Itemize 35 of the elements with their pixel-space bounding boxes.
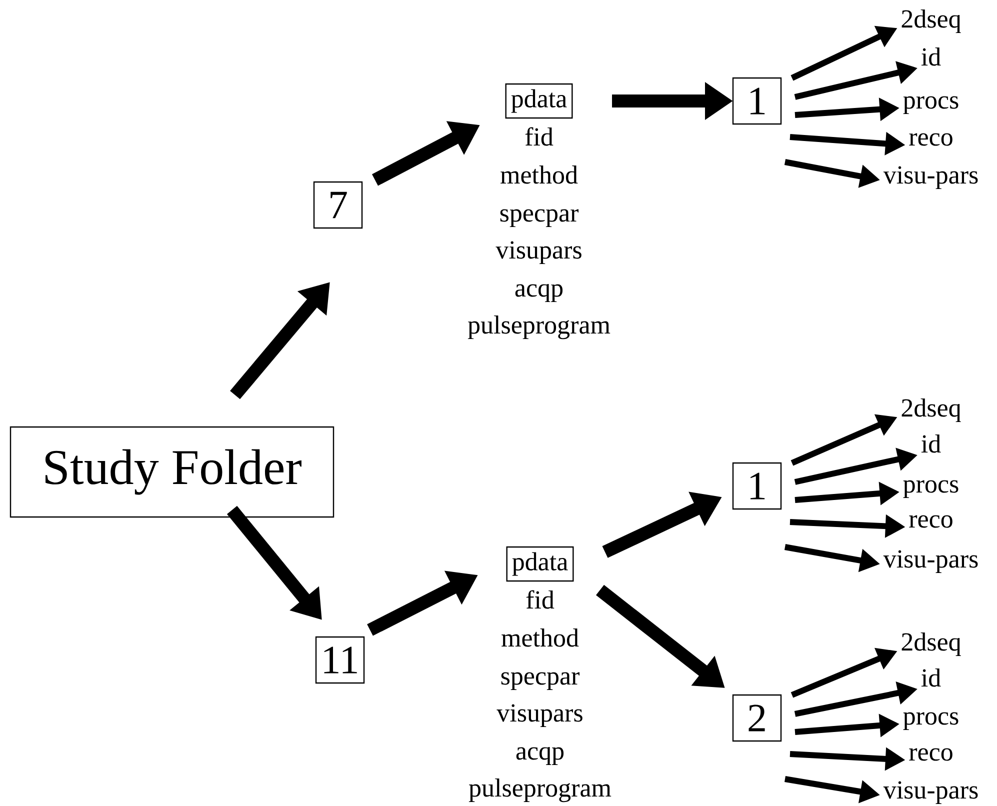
file-name: 2dseq <box>902 398 961 422</box>
file-name: 2dseq <box>902 632 961 656</box>
folder-box: pdata <box>505 83 573 119</box>
file-name: procs <box>903 712 958 730</box>
file-name: fid <box>526 590 554 609</box>
file-name: visupars <box>496 241 582 264</box>
file-name: fid <box>525 127 554 146</box>
file-name: reco <box>909 133 952 146</box>
file-name: id <box>921 47 941 66</box>
file-name: visu-pars <box>883 781 978 804</box>
file-name: pulseprogram <box>468 778 612 802</box>
file-name: id <box>921 668 941 687</box>
file-name: specpar <box>501 672 580 690</box>
folder-box: 1 <box>732 462 782 510</box>
file-name: procs <box>903 96 958 114</box>
file-name: method <box>502 628 579 647</box>
file-name: visupars <box>496 704 582 728</box>
file-name: procs <box>903 480 958 498</box>
file-name: id <box>921 434 941 453</box>
folder-box: 11 <box>315 636 365 684</box>
file-name: acqp <box>515 284 563 302</box>
file-name: 2dseq <box>902 9 961 34</box>
folder-box: pdata <box>506 546 574 582</box>
file-name: pulseprogram <box>468 315 610 340</box>
file-name: reco <box>909 748 952 761</box>
folder-box: 1 <box>732 77 782 125</box>
file-name: specpar <box>500 209 578 228</box>
file-name: acqp <box>516 747 564 766</box>
folder-box: 7 <box>313 181 363 229</box>
file-name: reco <box>909 515 952 528</box>
folder-box: 2 <box>732 694 782 742</box>
file-name: visu-pars <box>883 166 978 190</box>
file-name: method <box>500 165 578 184</box>
folder-box: Study Folder <box>10 426 334 518</box>
file-name: visu-pars <box>883 550 978 574</box>
